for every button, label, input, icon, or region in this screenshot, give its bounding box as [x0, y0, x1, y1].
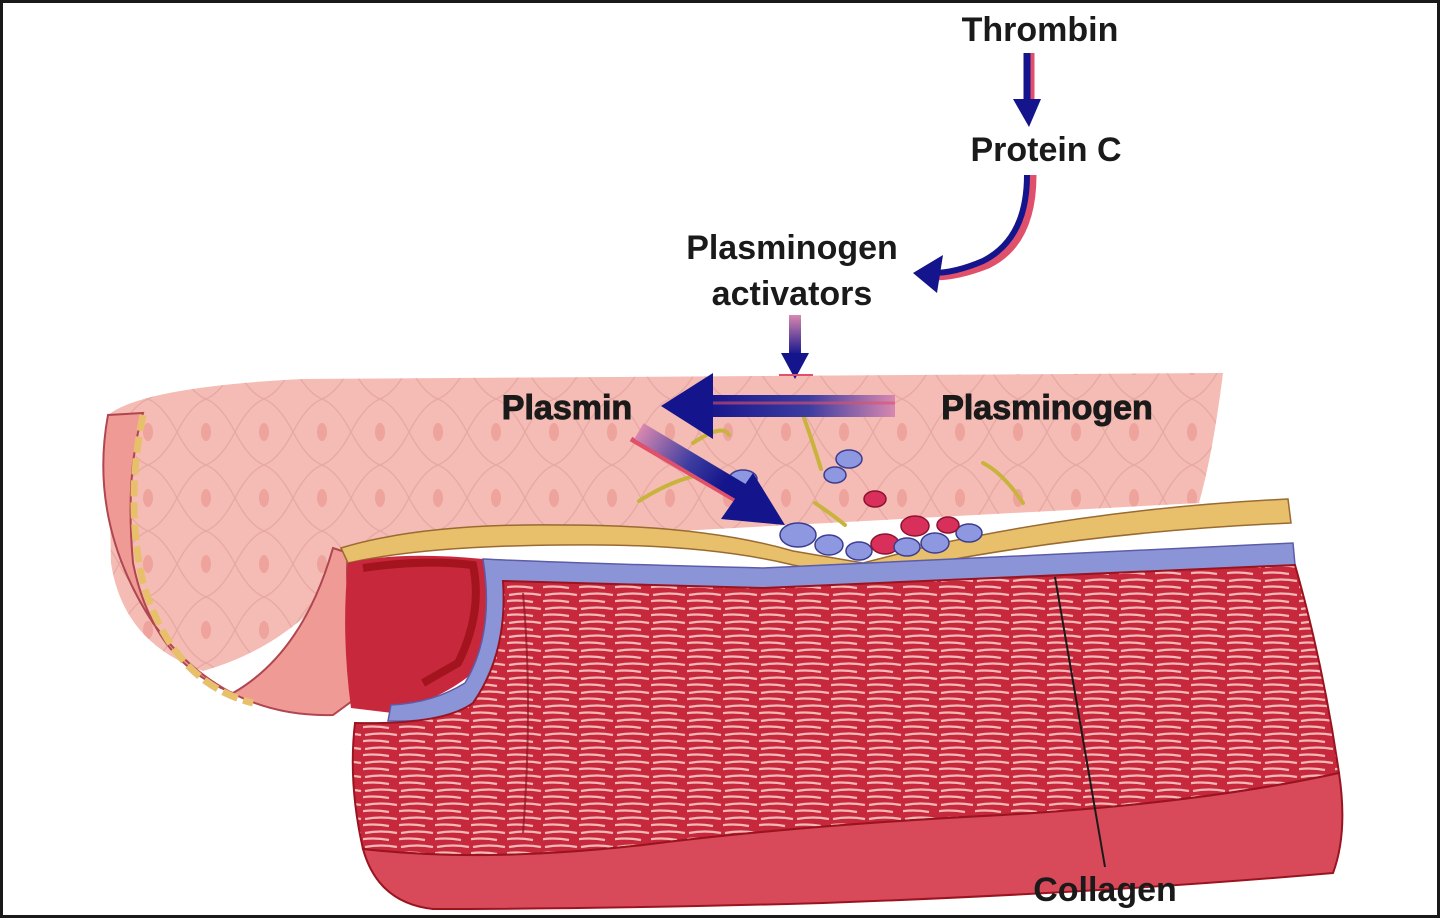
label-plasminogen-activators-line2: activators	[712, 275, 873, 313]
arrow-plasmin-to-clot	[629, 423, 785, 525]
label-thrombin: Thrombin	[962, 11, 1119, 49]
arrow-plasminogen-to-plasmin	[661, 373, 895, 439]
endothelium-layer	[339, 498, 1292, 579]
label-plasminogen: Plasminogen	[941, 389, 1153, 427]
label-protein-c: Protein C	[970, 131, 1121, 169]
pathway-arrows	[629, 53, 1041, 525]
fibrinolysis-diagram: Thrombin Protein C Plasminogen activator…	[102, 11, 1344, 911]
blood-clot	[728, 449, 983, 561]
label-plasmin: Plasmin	[502, 389, 632, 427]
label-collagen: Collagen	[1033, 871, 1177, 909]
blood-vessel-illustration	[102, 373, 1344, 911]
vessel-outer-rim	[361, 771, 1344, 911]
collagen-leader-line	[1054, 576, 1106, 868]
label-plasminogen-activators-line1: Plasminogen	[686, 229, 898, 267]
arrow-protein-c-to-activators	[913, 174, 1037, 293]
vessel-wall-cut-face	[345, 555, 495, 713]
endothelial-cell-texture	[108, 373, 1223, 671]
arrow-thrombin-to-protein-c	[1013, 53, 1041, 127]
endothelium-left-curve	[130, 414, 254, 707]
arrow-activators-to-reaction	[779, 315, 813, 379]
